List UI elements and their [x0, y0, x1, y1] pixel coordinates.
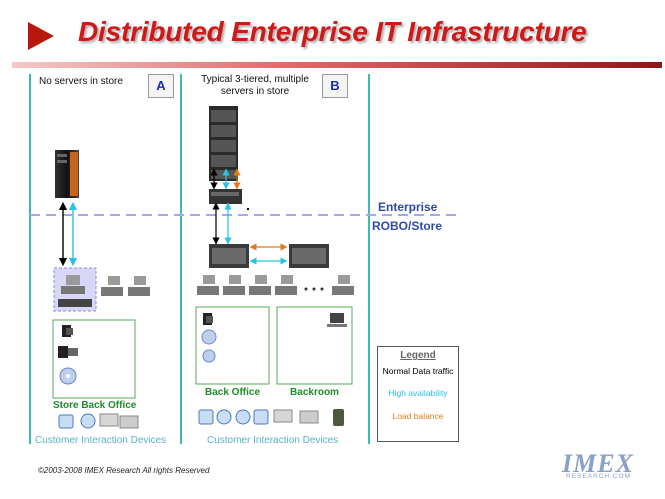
- section-b-badge: B: [322, 74, 348, 98]
- imex-logo: IMEX: [562, 449, 634, 478]
- left-divider: [29, 74, 31, 444]
- section-a-badge: A: [148, 74, 174, 98]
- section-b-caption: Typical 3-tiered, multiple servers in st…: [185, 74, 325, 98]
- disc-icon: [202, 349, 216, 363]
- pos-terminal-icon: [58, 275, 92, 307]
- pos-terminal-row: [197, 275, 354, 295]
- store-zone-label: ROBO/Store: [372, 219, 443, 233]
- stray-dot: [247, 208, 249, 210]
- store-server-icon: [289, 244, 329, 268]
- disc-icon: [201, 329, 217, 345]
- desktop-pc-icon: [203, 313, 213, 325]
- customer-device-icons-a: [58, 413, 139, 429]
- title-arrow-icon: [28, 22, 54, 50]
- legend-lb-label: Load balance: [392, 411, 444, 421]
- workstation-icon: [327, 313, 347, 327]
- customer-device-icons-b: [198, 409, 344, 426]
- section-b-caption-line2: servers in store: [220, 86, 290, 97]
- customer-devices-label-b: Customer Interaction Devices: [207, 435, 339, 446]
- disc-icon: [59, 367, 77, 385]
- title-divider: [12, 62, 662, 68]
- enterprise-server-icon: [55, 150, 79, 198]
- middle-divider: [180, 74, 182, 444]
- section-b-caption-line1: Typical 3-tiered, multiple: [201, 74, 309, 85]
- right-divider: [368, 74, 370, 444]
- desktop-pc-icon: [58, 346, 78, 358]
- section-a-caption: No servers in store: [39, 76, 123, 87]
- enterprise-zone-label: Enterprise: [378, 200, 438, 214]
- server-rack-icon: [209, 106, 238, 181]
- store-server-icon: [209, 244, 249, 268]
- legend-box: Legend Normal Data traffic High availabi…: [377, 346, 459, 442]
- imex-logo-subtitle: RESEARCH.COM: [566, 473, 632, 480]
- legend-normal-label: Normal Data traffic: [382, 366, 454, 376]
- pos-terminal-icon: [101, 276, 123, 296]
- desktop-pc-icon: [62, 325, 73, 337]
- copyright-text: ©2003-2008 IMEX Research All rights Rese…: [38, 466, 210, 475]
- page-title: Distributed Enterprise IT Infrastructure: [78, 16, 587, 47]
- middle-server-icon: [209, 189, 242, 204]
- backroom-label: Backroom: [290, 387, 339, 398]
- store-back-office-label: Store Back Office: [53, 400, 137, 411]
- legend-ha-label: High availability: [388, 388, 448, 398]
- legend-title: Legend: [400, 350, 436, 361]
- back-office-label: Back Office: [204, 387, 261, 398]
- customer-devices-label-a: Customer Interaction Devices: [35, 435, 167, 446]
- pos-terminal-icon: [128, 276, 150, 296]
